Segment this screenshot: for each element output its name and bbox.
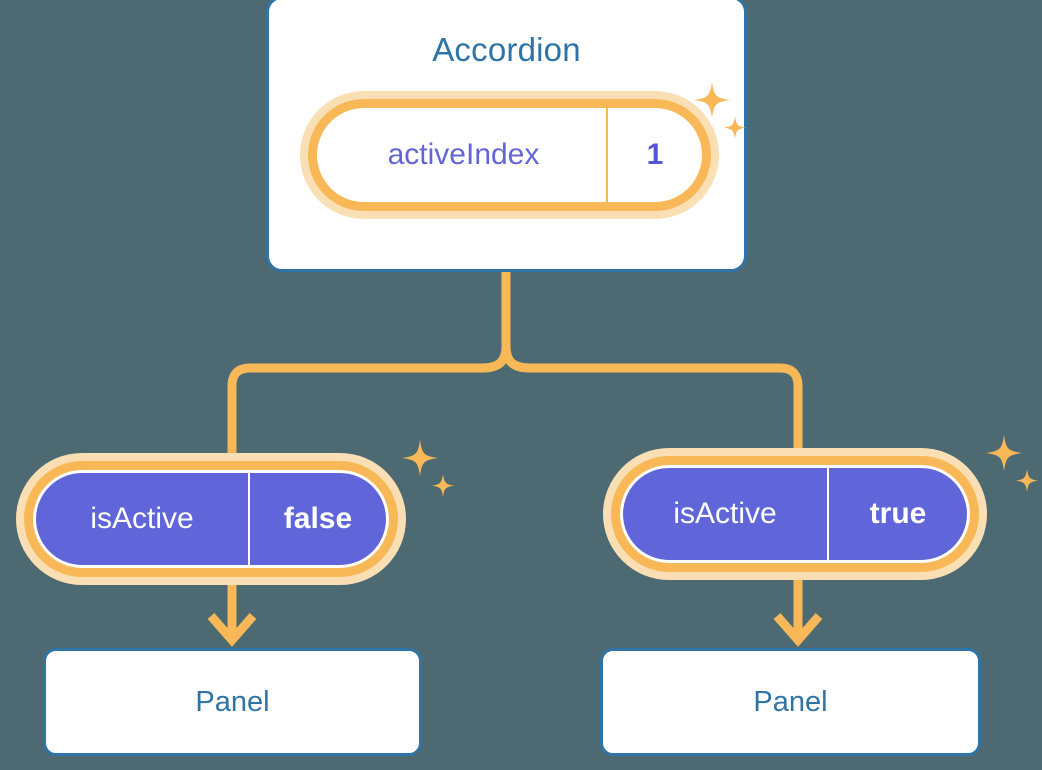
connector-branch-left — [227, 341, 511, 475]
state-pill-body: isActive true — [611, 456, 979, 572]
state-value-label: 1 — [646, 138, 664, 171]
state-pill-body: activeIndex 1 — [308, 99, 711, 211]
arrow-down-icon-left — [207, 613, 257, 647]
state-pill-activeindex[interactable]: activeIndex 1 — [308, 99, 711, 211]
sparkle-large-icon — [986, 435, 1022, 471]
state-value-label: true — [869, 497, 927, 530]
sparkle-small-icon — [432, 474, 454, 497]
state-pill-isactive-true[interactable]: isActive true — [611, 456, 979, 572]
connector-branch-right — [501, 341, 803, 470]
component-card-panel-right[interactable]: Panel — [600, 648, 981, 756]
sparkle-left — [398, 440, 458, 515]
sparkle-small-icon — [1016, 469, 1038, 492]
state-pill-divider — [248, 473, 250, 565]
state-pill-isactive-false[interactable]: isActive false — [24, 461, 398, 577]
state-key-label: isActive — [673, 497, 777, 530]
state-value-label: false — [283, 502, 353, 535]
component-card-accordion[interactable]: Accordion activeIndex 1 — [266, 0, 747, 272]
component-title: Panel — [195, 685, 270, 718]
component-card-panel-left[interactable]: Panel — [43, 648, 422, 756]
sparkle-right — [982, 435, 1042, 510]
state-key-label: isActive — [90, 502, 194, 535]
state-pill-body: isActive false — [24, 461, 398, 577]
component-title: Accordion — [432, 31, 581, 68]
state-pill-divider — [606, 108, 608, 202]
component-title: Panel — [753, 685, 828, 718]
arrow-down-icon-right — [773, 613, 823, 647]
sparkle-large-icon — [402, 440, 438, 476]
state-pill-divider — [827, 468, 829, 560]
state-key-label: activeIndex — [387, 138, 540, 171]
